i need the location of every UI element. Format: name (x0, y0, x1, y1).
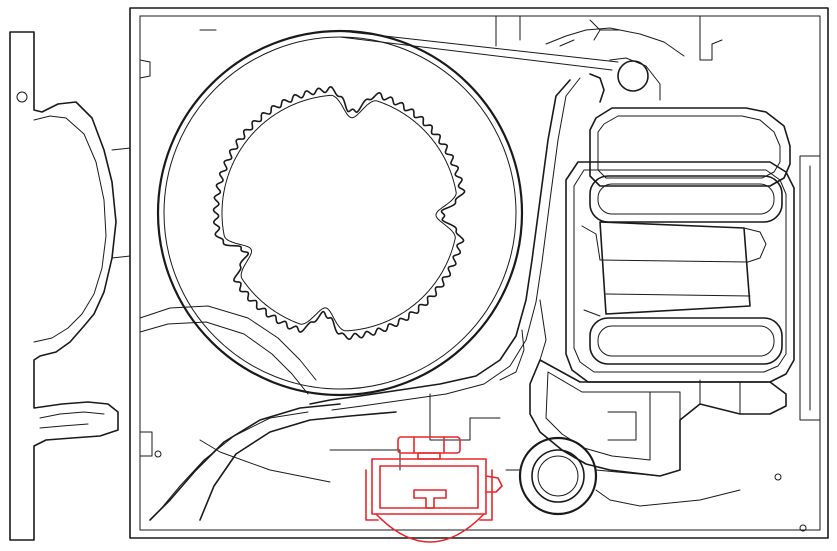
motor-core (599, 221, 751, 315)
bottom-pulley (505, 436, 741, 516)
mounting-hole-icon (16, 91, 28, 103)
screw-hole-icon (799, 524, 807, 532)
top-right-clip (699, 15, 723, 61)
outer-housing (129, 7, 829, 539)
curtain-web (339, 30, 619, 63)
lower-arm (139, 305, 525, 521)
roller-drum (156, 29, 619, 397)
motor-winding-bottom (589, 317, 783, 365)
screw-hole-icon (774, 473, 782, 481)
guide-channel (309, 19, 685, 411)
motor-unit (565, 107, 795, 383)
clamp-arc (375, 513, 485, 543)
highlighted-fastener-assembly (365, 436, 503, 543)
screw-hole-icon (154, 450, 162, 458)
left-mounting-bracket (9, 31, 131, 541)
serrated-shaft (212, 86, 466, 340)
bolt-neck (417, 452, 441, 460)
clamp-bracket (371, 458, 487, 515)
motor-winding-top (589, 175, 783, 223)
hex-bolt-head (397, 436, 461, 454)
pulley-axle-icon (537, 455, 579, 497)
gearbox-block (529, 299, 787, 477)
t-slot-nut (413, 489, 447, 509)
